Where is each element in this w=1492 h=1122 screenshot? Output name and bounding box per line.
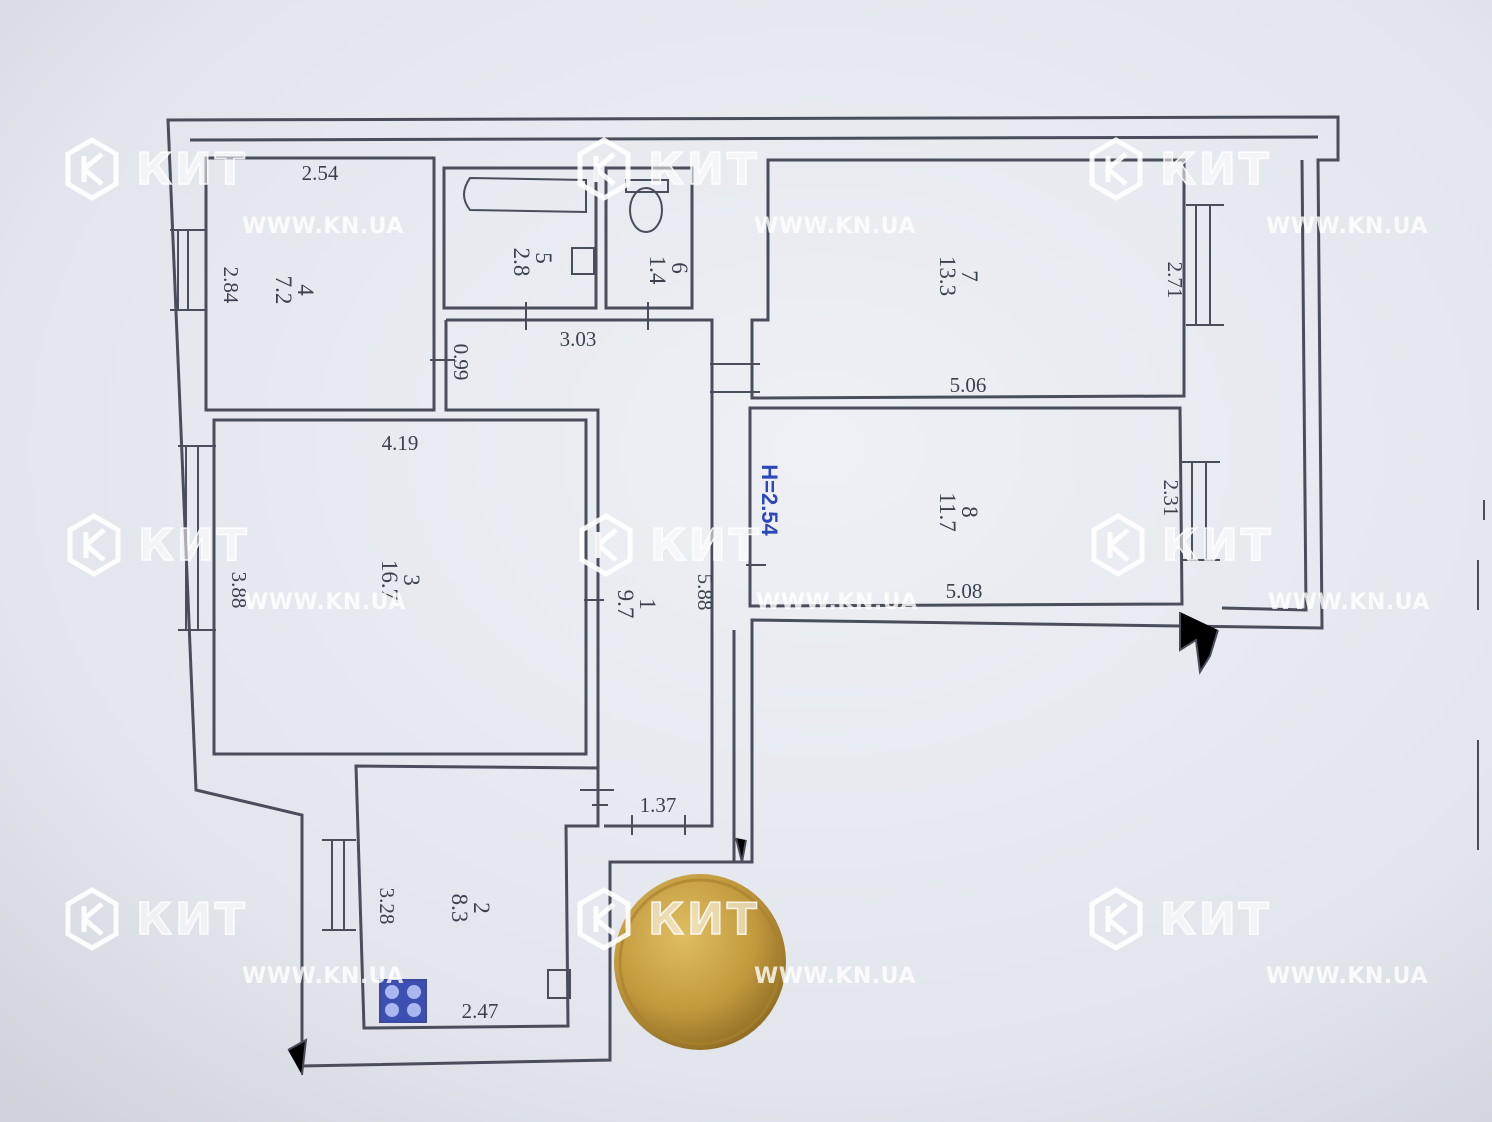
room-4-number: 4 [293, 284, 318, 296]
watermark-url: WWW.KN.UA [244, 590, 406, 615]
kit-logo-icon [67, 513, 121, 577]
dim-corridor-step: 0.99 [449, 344, 473, 381]
dim-room3-side: 3.88 [227, 572, 251, 609]
walls [166, 115, 1340, 1068]
watermark-url: WWW.KN.UA [1268, 590, 1430, 615]
dim-room7-bottom: 5.06 [950, 373, 987, 397]
kit-logo-icon [1089, 137, 1143, 201]
windows [170, 204, 1224, 931]
watermark-url: WWW.KN.UA [1266, 964, 1428, 989]
watermark-logo: КИТ [62, 886, 248, 952]
kit-logo-icon [65, 887, 119, 951]
dim-room4-top: 2.54 [302, 161, 339, 185]
watermark-url: WWW.KN.UA [756, 590, 918, 615]
watermark-brand: КИТ [135, 893, 248, 946]
dim-room8-side: 2.31 [1159, 480, 1183, 517]
room-5-area: 2.8 [509, 248, 534, 277]
kit-logo-icon [1089, 887, 1143, 951]
room-2-number: 2 [469, 902, 494, 914]
room-8-number: 8 [957, 506, 982, 518]
dim-room2-bottom: 2.47 [462, 999, 499, 1023]
watermark-logo: КИТ [574, 136, 760, 202]
kit-logo-icon [65, 137, 119, 201]
room-3-area: 16.7 [377, 560, 402, 600]
ceiling-height-label: H=2.54 [757, 464, 782, 536]
watermark-brand: КИТ [135, 143, 248, 196]
watermark-logo: КИТ [576, 512, 762, 578]
watermark-url: WWW.KN.UA [1266, 214, 1428, 239]
watermark-brand: КИТ [647, 143, 760, 196]
watermark-url: WWW.KN.UA [242, 964, 404, 989]
stove-icon [379, 979, 427, 1023]
dim-room3-top: 4.19 [382, 431, 419, 455]
dim-corridor-length: 5.88 [693, 574, 717, 611]
room-8-area: 11.7 [935, 492, 960, 531]
kit-logo-icon [577, 137, 631, 201]
dim-room2-side: 3.28 [375, 888, 399, 925]
dim-room4-side: 2.84 [219, 267, 243, 304]
dim-room8-bottom: 5.08 [946, 579, 983, 603]
room-7-number: 7 [957, 270, 982, 282]
watermark-url: WWW.KN.UA [754, 964, 916, 989]
kit-logo-icon [577, 887, 631, 951]
room-5-number: 5 [531, 252, 556, 264]
watermark-brand: КИТ [1159, 143, 1272, 196]
room-4-area: 7.2 [271, 276, 296, 305]
dim-room7-side: 2.71 [1163, 262, 1187, 299]
room-3-number: 3 [399, 574, 424, 586]
watermark-logo: КИТ [1086, 136, 1272, 202]
coin-icon [614, 874, 786, 1050]
watermark-logo: КИТ [1088, 512, 1274, 578]
watermark-brand: КИТ [647, 893, 760, 946]
watermark-logo: КИТ [64, 512, 250, 578]
dim-corridor-top: 3.03 [560, 327, 597, 351]
watermark-brand: КИТ [1159, 893, 1272, 946]
door-marks [287, 302, 1219, 1076]
watermark-logo: КИТ [574, 886, 760, 952]
watermark-url: WWW.KN.UA [754, 214, 916, 239]
room-6-area: 1.4 [645, 256, 670, 285]
plan-labels: 2.54 2.84 3.03 0.99 4.19 3.88 5.88 2.71 … [219, 161, 1187, 1023]
watermark-brand: КИТ [1161, 519, 1274, 572]
room-2-area: 8.3 [447, 894, 472, 923]
watermark-brand: КИТ [137, 519, 250, 572]
room-6-number: 6 [667, 262, 692, 274]
watermark-logo: КИТ [1086, 886, 1272, 952]
kit-logo-icon [579, 513, 633, 577]
room-1-number: 1 [635, 598, 660, 610]
watermark-brand: КИТ [649, 519, 762, 572]
watermark-url: WWW.KN.UA [242, 214, 404, 239]
watermark-logo: КИТ [62, 136, 248, 202]
kit-logo-icon [1091, 513, 1145, 577]
room-1-area: 9.7 [613, 590, 638, 619]
room-7-area: 13.3 [935, 256, 960, 296]
dim-hall-width: 1.37 [640, 793, 677, 817]
page-edge-marks [1477, 500, 1485, 850]
